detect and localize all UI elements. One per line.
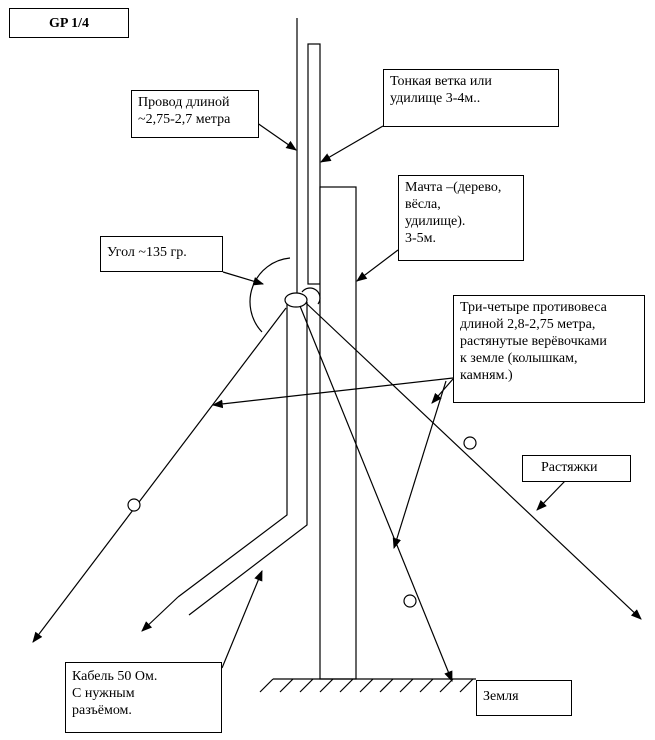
coax-cable (177, 302, 288, 598)
arrow-cable (221, 570, 263, 669)
ground-hatching (259, 678, 474, 693)
label-mast: Мачта –(дерево, вёсла, удилище). 3-5м. (398, 175, 524, 261)
arrow-radials-left (211, 377, 454, 409)
insulator-right (463, 436, 477, 450)
label-radials: Три-четыре противовеса длиной 2,8-2,75 м… (453, 295, 645, 403)
label-wire: Провод длиной ~2,75-2,7 метра (131, 90, 259, 138)
insulator-center (403, 594, 417, 608)
arrow-angle (222, 271, 265, 286)
arrow-radials-down (392, 380, 447, 550)
arrow-mast (356, 249, 399, 282)
radial-rear (141, 596, 179, 632)
radial-left (32, 307, 287, 643)
insulator-left (127, 498, 141, 512)
branch-rod (307, 43, 321, 285)
angle-arc-2 (301, 287, 321, 305)
diagram-title: GP 1/4 (9, 8, 129, 38)
radial-right (305, 302, 642, 620)
arrow-guys (536, 480, 566, 511)
angle-arc (249, 257, 291, 333)
label-ground: Земля (476, 680, 572, 716)
mast (319, 186, 357, 680)
arrow-branch (320, 125, 384, 163)
label-guys: Растяжки (522, 455, 631, 482)
feed-insulator (284, 292, 308, 308)
label-cable: Кабель 50 Ом. С нужным разъёмом. (65, 662, 222, 733)
coax-cable-2 (188, 302, 308, 616)
label-angle: Угол ~135 гр. (100, 236, 223, 272)
label-branch: Тонкая ветка или удилище 3-4м.. (383, 69, 559, 127)
arrow-radials-right (431, 378, 454, 404)
radial-center (299, 305, 453, 683)
